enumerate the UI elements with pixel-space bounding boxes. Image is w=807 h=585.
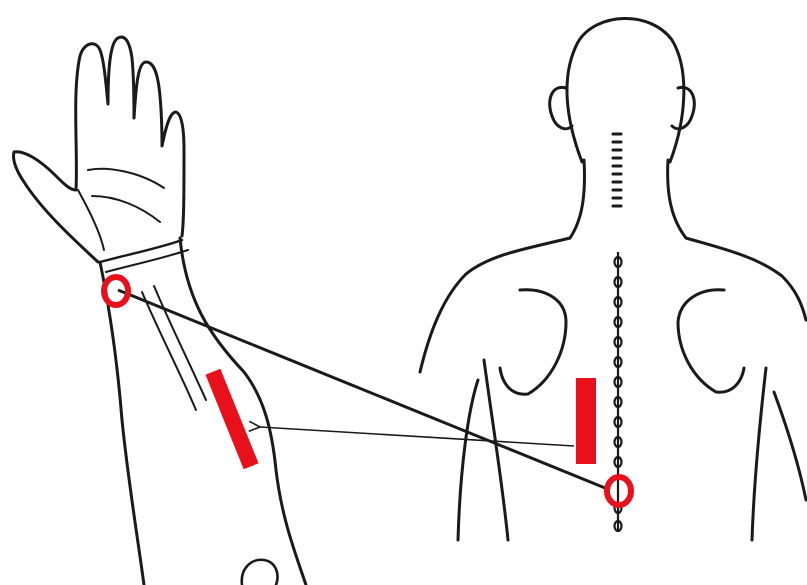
paraspinal-zone-marker [576, 378, 596, 464]
